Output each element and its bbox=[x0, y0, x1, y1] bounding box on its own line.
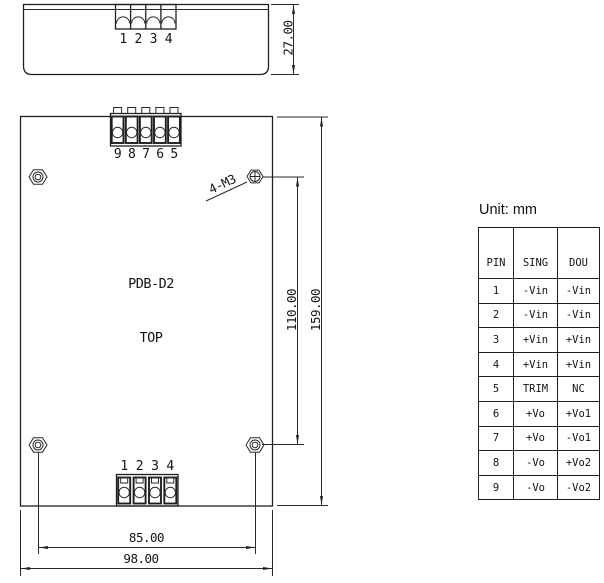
mounting-screw-top-right bbox=[246, 169, 264, 184]
side-pin-label: 1 bbox=[119, 32, 126, 47]
top-view: 9 8 7 6 5 bbox=[19, 107, 328, 576]
header-sing: SING bbox=[513, 227, 558, 279]
dim-27: 27.00 bbox=[271, 4, 299, 75]
top-pin-label: 6 bbox=[156, 147, 163, 162]
model-label: PDB-D2 bbox=[128, 276, 174, 292]
pin-cell: 9 bbox=[478, 474, 514, 501]
terminal-arc bbox=[146, 16, 161, 24]
sing-cell: +Vin bbox=[513, 327, 558, 353]
hex-standoff-top-left bbox=[28, 169, 48, 185]
terminal-screw-hole bbox=[118, 486, 130, 499]
terminal-screw-hole bbox=[149, 486, 161, 499]
dou-cell: +Vo1 bbox=[557, 400, 600, 427]
dim-98-label: 98.00 bbox=[123, 551, 158, 566]
pin-cell: 5 bbox=[478, 376, 514, 402]
side-view-outline bbox=[22, 3, 270, 76]
sing-cell: -Vo bbox=[513, 450, 558, 476]
unit-label: Unit: mm bbox=[479, 202, 537, 218]
table-row: 2 -Vin -Vin bbox=[478, 302, 600, 329]
side-terminal-block bbox=[114, 3, 177, 30]
top-pin-label: 5 bbox=[170, 147, 177, 162]
table-row: 7 +Vo -Vo1 bbox=[478, 425, 600, 452]
terminal-arc bbox=[131, 16, 146, 24]
terminal-cells bbox=[110, 107, 181, 144]
table-row: 1 -Vin -Vin bbox=[478, 278, 600, 304]
terminal-screw-hole bbox=[154, 126, 166, 139]
terminal-screw-hole bbox=[133, 486, 146, 499]
terminal-screw-hole bbox=[126, 126, 138, 139]
sing-cell: -Vin bbox=[513, 302, 558, 329]
top-pin-label: 8 bbox=[128, 147, 135, 162]
terminal-arc bbox=[161, 16, 176, 24]
side-pin-label: 2 bbox=[135, 32, 142, 47]
top-pin-label: 7 bbox=[142, 147, 149, 162]
hex-standoff-bottom-left bbox=[28, 437, 48, 453]
header-dou: DOU bbox=[557, 227, 600, 279]
pin-cell: 2 bbox=[478, 302, 514, 329]
pin-table-header: PIN SING DOU bbox=[478, 227, 600, 279]
pin-cell: 8 bbox=[478, 450, 514, 476]
sing-cell: TRIM bbox=[513, 376, 558, 402]
table-row: 5 TRIM NC bbox=[478, 376, 600, 402]
pin-cell: 1 bbox=[478, 278, 514, 304]
sing-cell: +Vo bbox=[513, 425, 558, 452]
terminal-screw-hole bbox=[111, 126, 124, 139]
dim-98: 98.00 bbox=[20, 510, 273, 576]
table-row: 9 -Vo -Vo2 bbox=[478, 474, 600, 501]
screw-note: 4-M3 bbox=[205, 171, 248, 202]
dou-cell: -Vo1 bbox=[557, 425, 600, 452]
side-pin-label: 4 bbox=[165, 32, 173, 47]
terminal-cells bbox=[117, 476, 178, 505]
pin-cell: 3 bbox=[478, 327, 514, 353]
sing-cell: -Vin bbox=[513, 278, 558, 304]
dou-cell: -Vin bbox=[557, 278, 600, 304]
table-row: 4 +Vin +Vin bbox=[478, 351, 600, 378]
dim-110: 110.00 bbox=[262, 176, 304, 445]
top-pin-label: 9 bbox=[114, 147, 121, 162]
sing-cell: +Vin bbox=[513, 351, 558, 378]
bottom-pin-label: 3 bbox=[151, 459, 158, 474]
terminal-screw-hole bbox=[164, 486, 177, 499]
dou-cell: +Vin bbox=[557, 351, 600, 378]
bottom-pin-label: 1 bbox=[120, 459, 127, 474]
top-label: TOP bbox=[140, 330, 163, 346]
dou-cell: +Vin bbox=[557, 327, 600, 353]
terminal-screw-hole bbox=[168, 126, 180, 139]
dim-159: 159.00 bbox=[277, 116, 328, 506]
terminal-screw-hole bbox=[140, 126, 152, 139]
pin-cell: 6 bbox=[478, 400, 514, 427]
pin-cell: 4 bbox=[478, 351, 514, 378]
terminal-arc bbox=[116, 16, 131, 24]
sing-cell: -Vo bbox=[513, 474, 558, 501]
side-pin-label: 3 bbox=[150, 32, 157, 47]
dim-85: 85.00 bbox=[38, 452, 256, 554]
dim-27-label: 27.00 bbox=[281, 20, 296, 55]
dim-85-label: 85.00 bbox=[129, 530, 164, 545]
dou-cell: -Vin bbox=[557, 302, 600, 329]
screw-note-label: 4-M3 bbox=[206, 171, 238, 196]
table-row: 6 +Vo +Vo1 bbox=[478, 400, 600, 427]
table-row: 8 -Vo +Vo2 bbox=[478, 450, 600, 476]
dim-110-label: 110.00 bbox=[284, 289, 299, 331]
bottom-pin-label: 2 bbox=[136, 459, 143, 474]
dim-159-label: 159.00 bbox=[308, 289, 323, 331]
top-terminal-block bbox=[109, 107, 182, 147]
top-view-outline bbox=[19, 115, 274, 507]
side-view: 1 2 3 4 27.00 bbox=[22, 3, 299, 76]
dou-cell: +Vo2 bbox=[557, 450, 600, 476]
pin-table: PIN SING DOU 1 -Vin -Vin 2 -Vin -Vin 3 +… bbox=[478, 227, 600, 501]
dou-cell: -Vo2 bbox=[557, 474, 600, 501]
hex-standoff-bottom-right bbox=[245, 437, 265, 453]
bottom-pin-label: 4 bbox=[166, 459, 174, 474]
dou-cell: NC bbox=[557, 376, 600, 402]
sing-cell: +Vo bbox=[513, 400, 558, 427]
header-pin: PIN bbox=[478, 227, 514, 279]
leader-line bbox=[205, 181, 248, 202]
table-row: 3 +Vin +Vin bbox=[478, 327, 600, 353]
bottom-terminal-block bbox=[115, 473, 179, 507]
pin-cell: 7 bbox=[478, 425, 514, 452]
